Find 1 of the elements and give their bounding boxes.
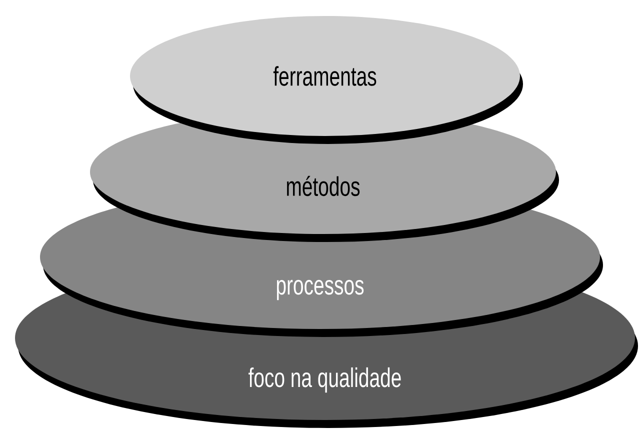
stacked-disc: ferramentas (130, 16, 523, 144)
